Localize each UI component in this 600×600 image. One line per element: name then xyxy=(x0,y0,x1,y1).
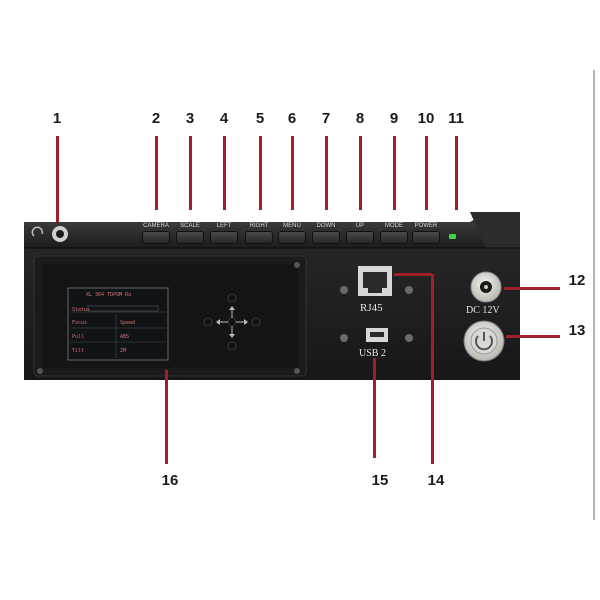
callout-leader-line xyxy=(154,136,158,210)
callout-leader-line xyxy=(222,136,226,210)
lcd-row: ZM xyxy=(120,348,127,354)
up-button-label: UP xyxy=(355,223,365,229)
rj45-label: RJ45 xyxy=(360,302,383,314)
callout-leader-line xyxy=(164,370,168,464)
lcd-title: XL 364 TDPOM Ru xyxy=(86,292,132,298)
down-button[interactable] xyxy=(312,231,340,244)
direction-pad[interactable] xyxy=(203,293,261,351)
mode-button-label: MODE xyxy=(385,223,403,229)
callout-leader-line xyxy=(372,358,376,458)
callout-leader-line xyxy=(55,136,59,222)
callout-number: 1 xyxy=(52,110,62,127)
callout-number: 10 xyxy=(417,110,435,127)
lcd-row: Focus xyxy=(72,320,88,326)
callout-leader-line xyxy=(454,136,458,210)
screw-icon xyxy=(405,334,413,342)
down-button-label: DOWN xyxy=(316,223,336,229)
callout-leader-line xyxy=(258,136,262,210)
power-icon xyxy=(475,332,493,351)
dc-label: DC 12V xyxy=(466,305,500,316)
up-button[interactable] xyxy=(346,231,374,244)
power-switch[interactable] xyxy=(463,320,505,362)
menu-button[interactable] xyxy=(278,231,306,244)
right-button-label: RIGHT xyxy=(249,223,269,229)
callout-number: 16 xyxy=(161,472,179,489)
right-button[interactable] xyxy=(245,231,273,244)
camera-button-label: CAMERA xyxy=(143,223,169,229)
scale-button[interactable] xyxy=(176,231,204,244)
dc-power-jack[interactable] xyxy=(470,271,502,303)
callout-number: 14 xyxy=(427,472,445,489)
callout-number: 9 xyxy=(389,110,399,127)
callout-number: 11 xyxy=(448,110,464,127)
callout-number: 3 xyxy=(185,110,195,127)
callout-number: 5 xyxy=(255,110,265,127)
rj45-port[interactable] xyxy=(358,266,392,296)
lcd-row: Status xyxy=(72,307,91,313)
lcd-row: Tilt xyxy=(72,348,85,354)
mode-button[interactable] xyxy=(380,231,408,244)
menu-button-label: MENU xyxy=(283,223,301,229)
callout-leader-line xyxy=(430,274,434,464)
callout-leader-line xyxy=(188,136,192,210)
scale-button-label: SCALE xyxy=(180,223,200,229)
screw-icon xyxy=(340,286,348,294)
left-button[interactable] xyxy=(210,231,238,244)
callout-leader-line xyxy=(392,136,396,210)
lcd-row: Speed xyxy=(120,320,136,326)
usb-label: USB 2 xyxy=(359,348,386,359)
callout-number: 2 xyxy=(151,110,161,127)
callout-leader-line xyxy=(506,334,560,338)
callout-number: 4 xyxy=(219,110,229,127)
lcd-row: Pull xyxy=(72,334,85,340)
callout-leader-line xyxy=(324,136,328,210)
power-button[interactable] xyxy=(412,231,440,244)
power-led xyxy=(449,234,456,239)
screw-icon xyxy=(340,334,348,342)
callout-number: 8 xyxy=(355,110,365,127)
callout-number: 15 xyxy=(371,472,389,489)
camera-button[interactable] xyxy=(142,231,170,244)
callout-leader-line xyxy=(358,136,362,210)
callout-leader-line xyxy=(290,136,294,210)
headphone-jack-icon xyxy=(31,226,44,237)
power-button-label: POWER xyxy=(414,223,438,229)
callout-leader-line xyxy=(424,136,428,210)
usb-port[interactable] xyxy=(366,328,388,342)
callout-leader-line xyxy=(504,286,560,290)
left-button-label: LEFT xyxy=(216,223,232,229)
callout-number: 7 xyxy=(321,110,331,127)
lcd-screen xyxy=(67,287,169,361)
callout-number: 6 xyxy=(287,110,297,127)
callout-leader-line xyxy=(394,272,432,276)
callout-number: 12 xyxy=(568,272,586,289)
callout-number: 13 xyxy=(568,322,586,339)
screw-icon xyxy=(405,286,413,294)
lcd-row: ABS xyxy=(120,334,130,340)
